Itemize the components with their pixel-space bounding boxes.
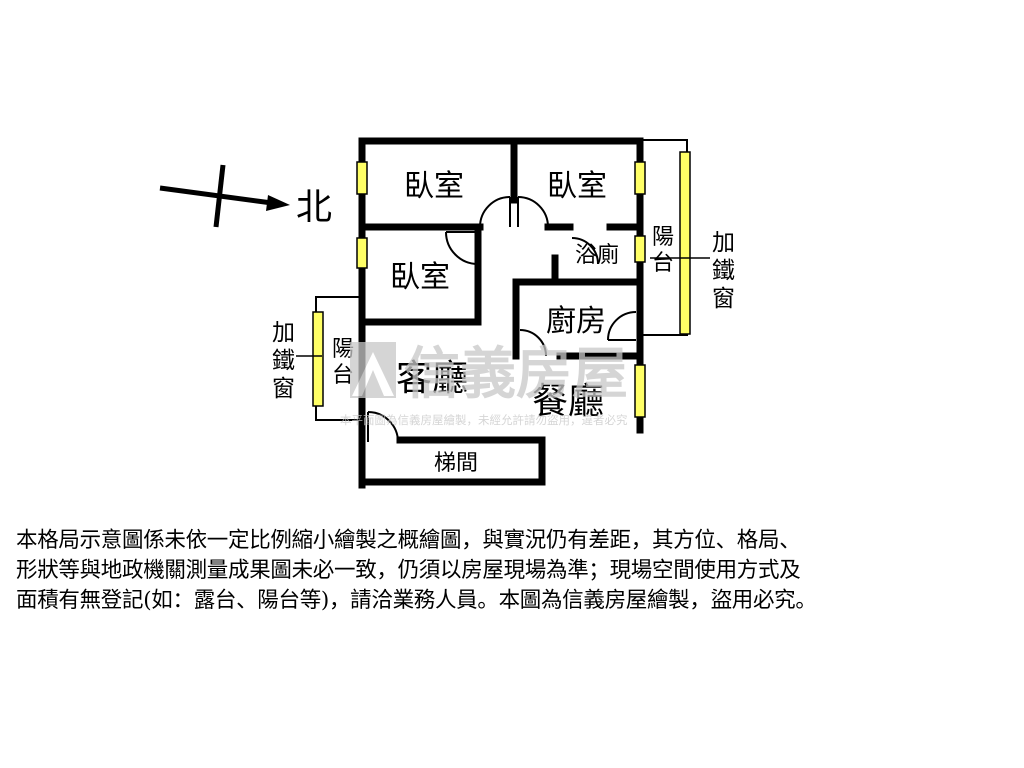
room-label-living-room: 客廳: [396, 358, 468, 399]
walls: [358, 137, 644, 489]
room-label-stairwell: 梯間: [434, 451, 478, 476]
room-label-bedroom-3: 臥室: [390, 260, 450, 295]
watermark-notice: 本平面圖為信義房屋繪製，未經允許請勿盜用，違者必究: [340, 413, 628, 427]
annotation-iron-window-right: 加 鐵 窗: [712, 230, 742, 312]
windows: [312, 151, 691, 418]
room-label-bathroom: 浴廁: [575, 243, 619, 268]
north-arrow: [159, 164, 290, 228]
disclaimer-line: 本格局示意圖係未依一定比例縮小繪製之概繪圖，與實況仍有差距，其方位、格局、: [16, 528, 801, 553]
watermark-logo: [350, 342, 396, 398]
disclaimer: 本格局示意圖係未依一定比例縮小繪製之概繪圖，與實況仍有差距，其方位、格局、 形狀…: [16, 526, 1016, 616]
annotation-iron-window-left: 加 鐵 窗: [272, 320, 302, 402]
room-label-balcony-right: 陽 台: [652, 225, 681, 276]
doors: [367, 196, 637, 443]
room-label-bedroom-2: 臥室: [547, 169, 607, 204]
room-label-dining-room: 餐廳: [532, 381, 604, 422]
disclaimer-line: 面積有無登記(如：露台、陽台等)，請洽業務人員。本圖為信義房屋繪製，盜用必究。: [16, 588, 817, 613]
floor-plan: 北: [159, 137, 742, 489]
room-label-bedroom-1: 臥室: [404, 169, 464, 204]
room-label-balcony-left: 陽 台: [332, 337, 361, 388]
watermark-brand: 信義房屋: [404, 342, 628, 407]
north-label: 北: [296, 187, 332, 228]
room-label-kitchen: 廚房: [546, 304, 606, 339]
disclaimer-line: 形狀等與地政機關測量成果圖未必一致，仍須以房屋現場為準；現場空間使用方式及: [16, 558, 801, 583]
watermark: 信義房屋 本平面圖為信義房屋繪製，未經允許請勿盜用，違者必究: [340, 342, 628, 427]
